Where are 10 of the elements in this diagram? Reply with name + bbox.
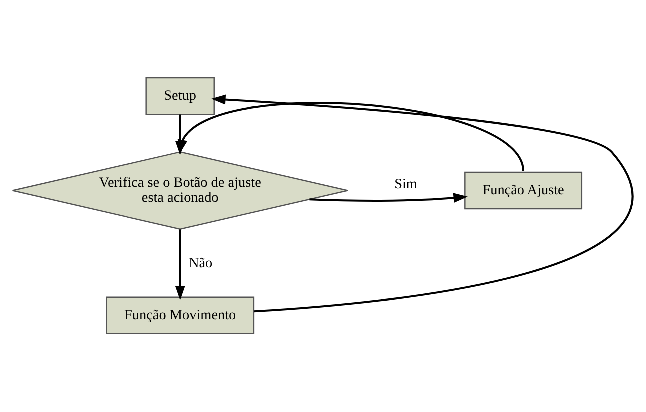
node-box: Função Ajuste (464, 172, 583, 210)
arrow (212, 94, 633, 313)
node-diamond: Verifica se o Botão de ajuste esta acionado (12, 152, 348, 230)
node-box: Função Movimento (106, 296, 255, 335)
edge-label: Não (188, 256, 213, 272)
edge-label: Sim (394, 176, 418, 192)
arrow (310, 193, 468, 204)
node-box: Setup (146, 77, 215, 116)
arrow (178, 102, 524, 172)
arrow (175, 230, 186, 300)
